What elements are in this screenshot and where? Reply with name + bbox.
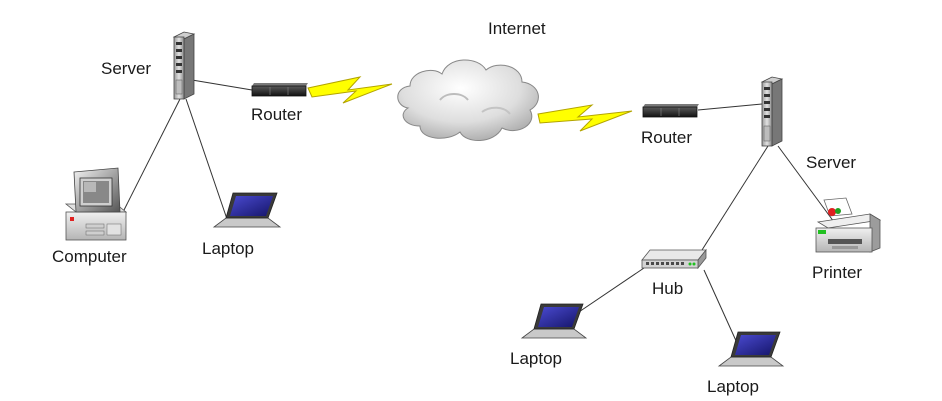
printer-label: Printer: [812, 263, 862, 282]
cloud-icon: [397, 59, 539, 141]
server-tower-icon: [760, 76, 784, 147]
laptop-icon: [717, 331, 785, 367]
link-server-laptop-left: [185, 98, 229, 223]
hub-label: Hub: [652, 279, 683, 298]
link-hub-laptop-left: [569, 267, 645, 319]
link-server-printer: [777, 145, 835, 223]
laptop-left-label: Laptop: [202, 239, 254, 258]
printer-icon: [815, 197, 882, 253]
laptop-hub-right-label: Laptop: [707, 377, 759, 396]
router-left-label: Router: [251, 105, 302, 124]
router-right-label: Router: [641, 128, 692, 147]
lightning-link-icon: [537, 104, 633, 132]
desktop-computer-icon: [64, 167, 128, 241]
computer-label: Computer: [52, 247, 127, 266]
server-right-label: Server: [806, 153, 856, 172]
internet-label: Internet: [488, 19, 546, 38]
router-icon: [251, 83, 308, 97]
connection-lines: [122, 79, 835, 355]
link-server-hub: [701, 145, 769, 251]
server-left-label: Server: [101, 59, 151, 78]
link-router-server-right: [697, 103, 763, 111]
network-hub-icon: [641, 248, 707, 270]
lightning-link-icon: [307, 76, 393, 104]
server-tower-icon: [172, 31, 196, 100]
router-icon: [642, 104, 699, 118]
laptop-icon: [212, 192, 282, 228]
laptop-icon: [520, 303, 588, 339]
laptop-hub-left-label: Laptop: [510, 349, 562, 368]
link-server-computer: [122, 98, 181, 213]
link-server-router-left: [191, 79, 253, 91]
